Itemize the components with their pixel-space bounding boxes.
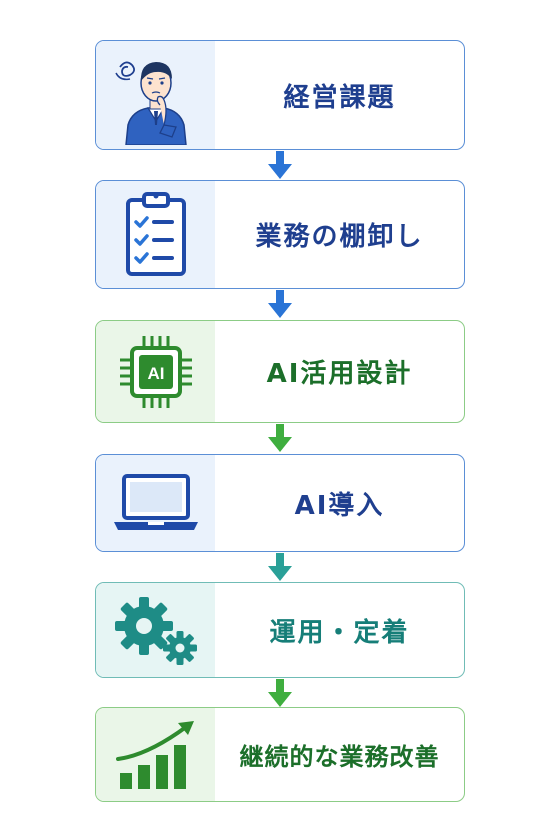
step-card-management-issues: 経営課題 <box>95 40 465 150</box>
arrow-down-icon <box>268 553 292 581</box>
step-label: AI導入 <box>294 490 385 521</box>
icon-panel <box>96 181 215 288</box>
gears-icon <box>114 597 197 665</box>
step-card-continuous-improvement: 継続的な業務改善 <box>95 707 465 802</box>
step-card-ai-design: AI AI活用設計 <box>95 320 465 423</box>
arrow-down-icon <box>268 679 292 707</box>
growth-chart-icon <box>115 720 194 789</box>
laptop-icon <box>113 474 198 530</box>
arrow-down-icon <box>268 424 292 452</box>
icon-panel <box>96 583 215 677</box>
icon-panel <box>96 455 215 551</box>
ai-chip-icon: AI <box>119 335 192 408</box>
arrow-down-icon <box>268 290 292 318</box>
step-label: 業務の棚卸し <box>255 222 424 252</box>
step-card-operation: 運用・定着 <box>95 582 465 678</box>
icon-panel <box>96 708 215 801</box>
icon-panel: AI <box>96 321 215 422</box>
svg-text:AI: AI <box>147 364 164 383</box>
step-label: 運用・定着 <box>269 617 410 648</box>
step-card-ai-implementation: AI導入 <box>95 454 465 552</box>
step-label: 継続的な業務改善 <box>239 743 440 771</box>
step-label: 経営課題 <box>283 82 396 113</box>
icon-panel <box>96 41 215 149</box>
arrow-down-icon <box>268 151 292 179</box>
step-card-task-inventory: 業務の棚卸し <box>95 180 465 289</box>
clipboard-checklist-icon <box>125 191 186 276</box>
step-label: AI活用設計 <box>266 359 413 389</box>
thinking-person-icon <box>114 61 187 145</box>
